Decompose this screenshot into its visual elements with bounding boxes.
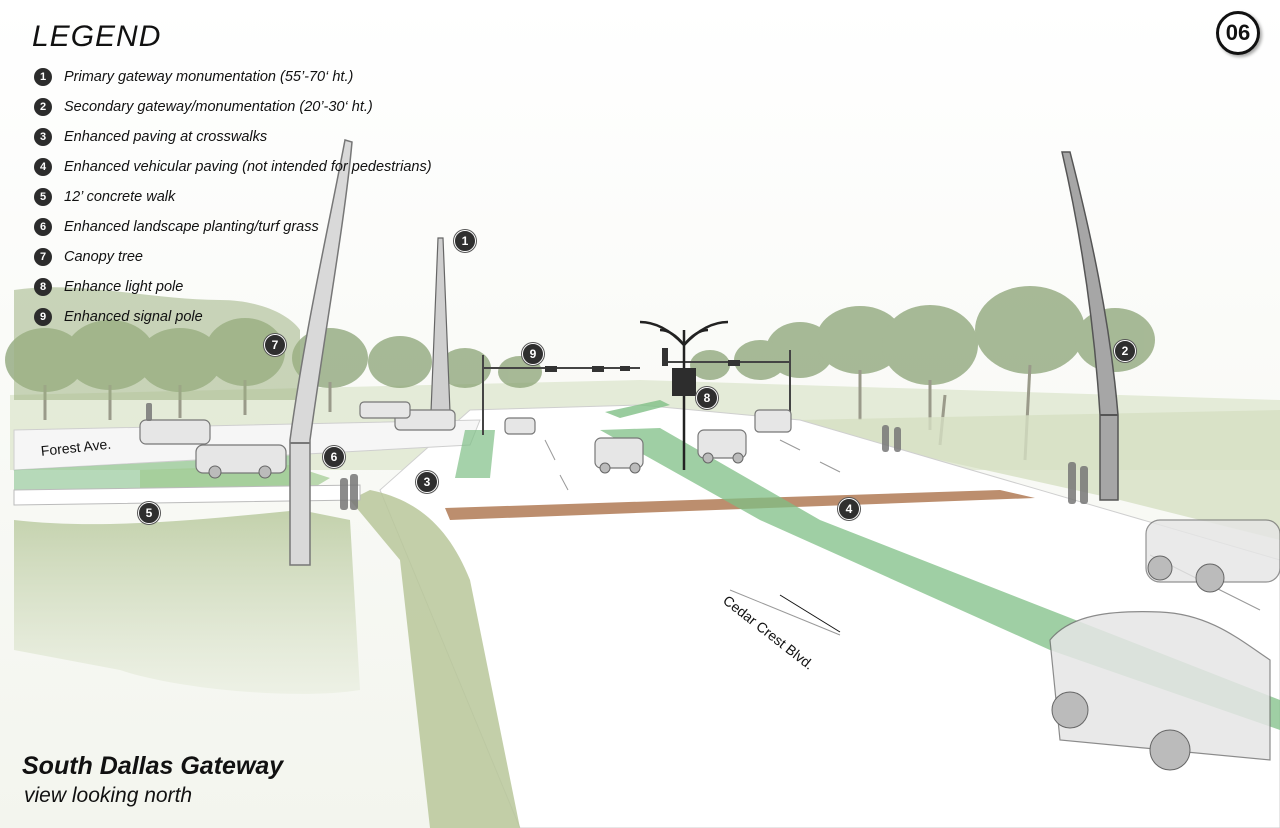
legend-label: Primary gateway monumentation (55’-70‘ h… [64, 69, 354, 85]
pedestrians [146, 403, 1088, 510]
signal-mast [482, 348, 791, 435]
legend-label: 12’ concrete walk [64, 189, 176, 205]
marker-1: 1 [454, 230, 476, 252]
cars [139, 401, 1280, 761]
legend-label: Enhanced paving at crosswalks [64, 129, 268, 145]
marker-6: 6 [323, 446, 345, 468]
marker-4: 4 [838, 498, 860, 520]
legend-number: 5 [34, 188, 52, 206]
drawing-title: South Dallas Gateway [22, 752, 284, 780]
legend-number: 2 [34, 98, 52, 116]
legend-item: 4 Enhanced vehicular paving (not intended… [34, 152, 432, 182]
turf-right [800, 410, 1280, 540]
legend-label: Enhanced landscape planting/turf grass [64, 219, 319, 235]
legend-number: 6 [34, 218, 52, 236]
turf-foreground-left [14, 510, 360, 694]
median-far [605, 400, 670, 418]
marker-8: 8 [696, 387, 718, 409]
legend-item: 5 12’ concrete walk [34, 182, 432, 212]
legend-item: 1 Primary gateway monumentation (55’-70‘ … [34, 62, 432, 92]
legend-label: Enhanced signal pole [64, 309, 203, 325]
cedar-guide-line [779, 594, 841, 633]
green-wedge-left [350, 490, 520, 828]
legend-item: 2 Secondary gateway/monumentation (20’-30… [34, 92, 432, 122]
legend-label: Enhanced vehicular paving (not intended … [64, 159, 432, 175]
center-wedge [455, 430, 495, 478]
legend-title: LEGEND [32, 20, 162, 53]
legend-number: 3 [34, 128, 52, 146]
legend-label: Enhance light pole [64, 279, 184, 295]
car-wheels [208, 452, 1225, 771]
canopy-left-large [14, 287, 300, 400]
drawing-subtitle: view looking north [24, 784, 193, 807]
light-pole [639, 320, 729, 470]
legend-item: 6 Enhanced landscape planting/turf grass [34, 212, 432, 242]
legend-item: 7 Canopy tree [34, 242, 432, 272]
legend-number: 7 [34, 248, 52, 266]
primary-monument-left [289, 139, 353, 566]
marker-2: 2 [1114, 340, 1136, 362]
legend-number: 9 [34, 308, 52, 326]
legend-item: 3 Enhanced paving at crosswalks [34, 122, 432, 152]
secondary-monument-right [1061, 151, 1119, 501]
legend-item: 8 Enhance light pole [34, 272, 432, 302]
marker-3: 3 [416, 471, 438, 493]
legend-number: 4 [34, 158, 52, 176]
legend-list: 1 Primary gateway monumentation (55’-70‘ … [34, 62, 432, 332]
marker-5: 5 [138, 502, 160, 524]
legend-item: 9 Enhanced signal pole [34, 302, 432, 332]
legend-number: 8 [34, 278, 52, 296]
legend-label: Secondary gateway/monumentation (20’-30‘… [64, 99, 373, 115]
marker-9: 9 [522, 343, 544, 365]
legend-label: Canopy tree [64, 249, 143, 265]
marker-7: 7 [264, 334, 286, 356]
legend-number: 1 [34, 68, 52, 86]
sheet-number-badge: 06 [1216, 11, 1260, 55]
concrete-walk [13, 484, 361, 506]
